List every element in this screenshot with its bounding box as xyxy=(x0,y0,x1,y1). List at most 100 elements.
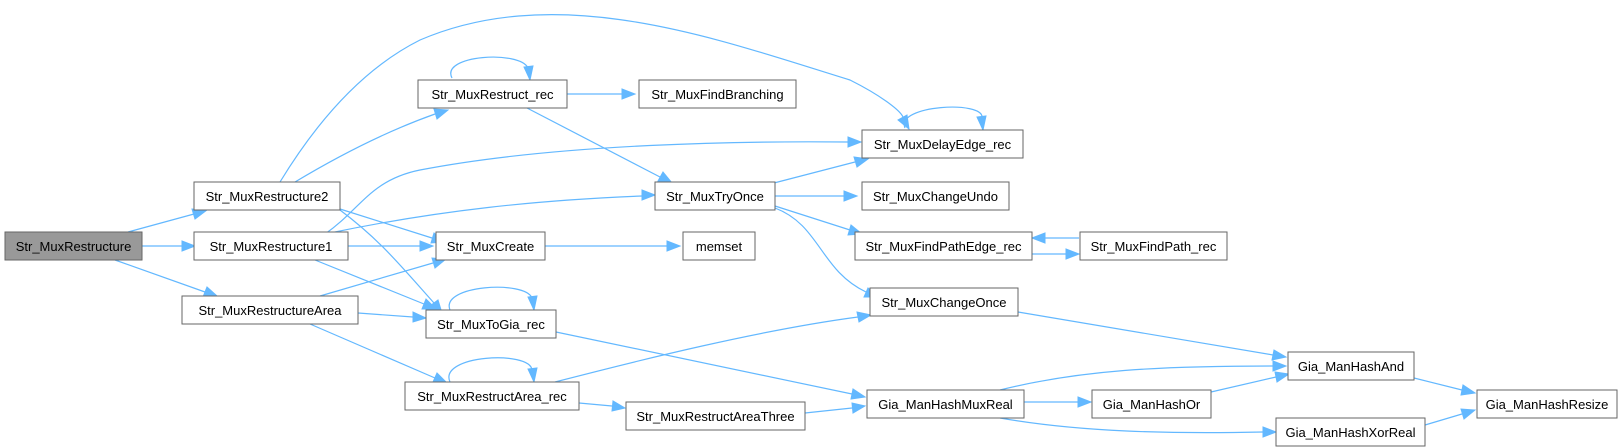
edge-restructure1-to-tryonce xyxy=(329,189,657,234)
edge-restructure1-to-delayedge xyxy=(324,136,863,235)
edge-root-to-restructure1 xyxy=(142,240,197,252)
edge-restructurearea-to-togia xyxy=(357,311,428,323)
edge-arearec-to-changeonce xyxy=(554,311,873,383)
node-box xyxy=(1476,389,1618,419)
node-label: Str_MuxCreate xyxy=(447,239,534,254)
node-box xyxy=(869,287,1019,317)
node-label: memset xyxy=(696,239,743,254)
edge-tryonce-to-changeundo xyxy=(775,190,859,202)
node-str-muxrestructareathree[interactable]: Str_MuxRestructAreaThree xyxy=(625,401,806,431)
node-label: Str_MuxTryOnce xyxy=(666,189,764,204)
node-box xyxy=(1287,351,1415,381)
node-box xyxy=(435,231,546,261)
node-box xyxy=(625,401,806,431)
node-box xyxy=(1091,389,1212,419)
edge-arearec-to-areathree xyxy=(578,400,627,412)
node-label: Gia_ManHashXorReal xyxy=(1285,425,1415,440)
node-label: Str_MuxToGia_rec xyxy=(437,317,545,332)
node-label: Str_MuxRestructure2 xyxy=(206,189,329,204)
edge-restructrec-to-findbranching xyxy=(567,88,637,100)
node-memset[interactable]: memset xyxy=(682,231,756,261)
node-str-muxrestruct-rec[interactable]: Str_MuxRestruct_rec xyxy=(417,79,568,109)
node-box xyxy=(193,231,349,261)
node-str-muxrestructurearea[interactable]: Str_MuxRestructureArea xyxy=(181,295,359,325)
edge-hashand-to-resize xyxy=(1413,377,1477,396)
node-label: Str_MuxRestructure1 xyxy=(210,239,333,254)
node-label: Str_MuxChangeUndo xyxy=(873,189,998,204)
node-box xyxy=(181,295,359,325)
node-box xyxy=(638,79,797,109)
node-str-muxfindbranching[interactable]: Str_MuxFindBranching xyxy=(638,79,797,109)
edge-restructure1-to-create xyxy=(348,240,435,252)
edge-muxreal-to-hashand xyxy=(999,360,1288,391)
edge-restructure2-to-delayedge xyxy=(279,14,910,183)
edge-root-to-restructure2 xyxy=(127,208,209,233)
edge-muxreal-to-hashor xyxy=(1024,396,1093,408)
node-box xyxy=(404,381,580,411)
node-gia-manhashxorreal[interactable]: Gia_ManHashXorReal xyxy=(1275,417,1426,447)
node-box xyxy=(866,389,1025,419)
node-label: Str_MuxRestructAreaThree xyxy=(636,409,794,424)
node-str-muxrestructarea-rec[interactable]: Str_MuxRestructArea_rec xyxy=(404,381,580,411)
edge-findpath-to-findpathedge xyxy=(1030,232,1079,244)
edge-togia-to-muxreal xyxy=(555,331,867,400)
node-box xyxy=(1079,231,1228,261)
node-label: Str_MuxRestruct_rec xyxy=(431,87,554,102)
edge-changeonce-to-hashand xyxy=(1017,311,1288,361)
node-gia-manhashand[interactable]: Gia_ManHashAnd xyxy=(1287,351,1415,381)
node-label: Str_MuxDelayEdge_rec xyxy=(874,137,1012,152)
edge-restructurearea-to-create xyxy=(319,257,448,297)
node-box xyxy=(417,79,568,109)
node-box xyxy=(854,231,1033,261)
edge-areathree-to-muxreal xyxy=(804,402,867,414)
node-str-muxtogia-rec[interactable]: Str_MuxToGia_rec xyxy=(425,309,557,339)
edge-togia-self xyxy=(448,286,538,312)
edge-delayedge-self xyxy=(903,106,987,132)
edge-muxreal-to-xorreal xyxy=(999,417,1278,438)
node-str-muxchangeonce[interactable]: Str_MuxChangeOnce xyxy=(869,287,1019,317)
call-edges xyxy=(114,14,1477,438)
node-str-muxtryonce[interactable]: Str_MuxTryOnce xyxy=(654,181,776,211)
edge-tryonce-to-findpathedge xyxy=(774,205,864,236)
node-label: Str_MuxRestructArea_rec xyxy=(417,389,567,404)
node-box xyxy=(425,309,557,339)
node-gia-manhashresize[interactable]: Gia_ManHashResize xyxy=(1476,389,1618,419)
edge-restructure2-to-restructrec xyxy=(294,108,450,183)
node-str-muxdelayedge-rec[interactable]: Str_MuxDelayEdge_rec xyxy=(861,129,1024,159)
node-label: Gia_ManHashResize xyxy=(1486,397,1609,412)
edge-arearec-self xyxy=(448,357,538,384)
node-box xyxy=(861,181,1010,211)
function-nodes: Str_MuxRestructureStr_MuxRestructure2Str… xyxy=(4,79,1618,447)
node-str-muxcreate[interactable]: Str_MuxCreate xyxy=(435,231,546,261)
node-str-muxrestructure2[interactable]: Str_MuxRestructure2 xyxy=(193,181,341,211)
node-str-muxchangeundo[interactable]: Str_MuxChangeUndo xyxy=(861,181,1010,211)
node-gia-manhashor[interactable]: Gia_ManHashOr xyxy=(1091,389,1212,419)
node-label: Str_MuxFindBranching xyxy=(651,87,783,102)
node-str-muxrestructure1[interactable]: Str_MuxRestructure1 xyxy=(193,231,349,261)
node-box xyxy=(654,181,776,211)
node-label: Str_MuxChangeOnce xyxy=(881,295,1006,310)
edge-create-to-memset xyxy=(545,240,682,252)
node-label: Gia_ManHashOr xyxy=(1103,397,1201,412)
edge-restructure2-to-create xyxy=(339,208,447,244)
node-label: Str_MuxFindPath_rec xyxy=(1091,239,1217,254)
node-str-muxrestructure[interactable]: Str_MuxRestructure xyxy=(4,231,143,261)
node-box xyxy=(861,129,1024,159)
edge-findpathedge-to-findpath xyxy=(1032,248,1081,260)
node-label: Gia_ManHashMuxReal xyxy=(878,397,1013,412)
edge-hashor-to-hashand xyxy=(1210,371,1291,393)
edge-root-to-restructurearea xyxy=(114,259,219,298)
node-label: Gia_ManHashAnd xyxy=(1298,359,1404,374)
node-str-muxfindpathedge-rec[interactable]: Str_MuxFindPathEdge_rec xyxy=(854,231,1033,261)
node-box xyxy=(4,231,143,261)
node-label: Str_MuxRestructure xyxy=(16,239,132,254)
edge-tryonce-to-delayedge xyxy=(773,156,870,184)
node-label: Str_MuxFindPathEdge_rec xyxy=(865,239,1022,254)
node-label: Str_MuxRestructureArea xyxy=(198,303,342,318)
edge-xorreal-to-resize xyxy=(1424,408,1477,426)
node-box xyxy=(1275,417,1426,447)
node-box xyxy=(682,231,756,261)
node-gia-manhashmuxreal[interactable]: Gia_ManHashMuxReal xyxy=(866,389,1025,419)
node-str-muxfindpath-rec[interactable]: Str_MuxFindPath_rec xyxy=(1079,231,1228,261)
